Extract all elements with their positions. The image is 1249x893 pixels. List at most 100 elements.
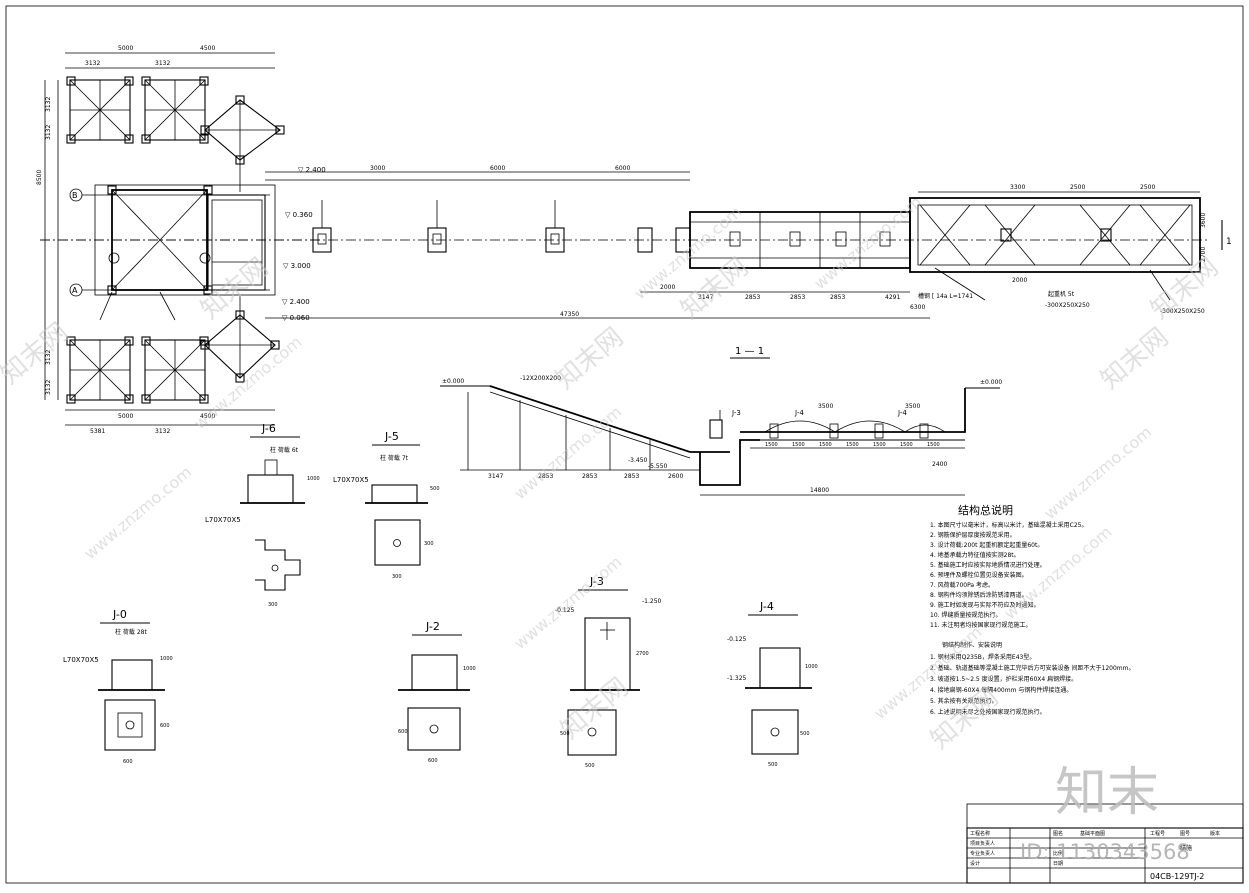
j6-dim-2: 300 [268,602,278,608]
j5-dim-2: 300 [392,574,402,580]
chain-dim-6: 4291 [885,294,900,301]
section-span-6: 1500 [900,442,913,448]
footing-cluster-lower [66,291,209,404]
j4-elev: -0.125 [727,636,747,643]
j5-title: J-5 [384,430,399,443]
section-label-j4b: J-4 [897,409,907,417]
watermark-text: www.znzmo.com [810,192,925,293]
j0-dim-2: 600 [123,759,133,765]
j4-dim-1: 1000 [805,664,818,670]
tb-right-3: 版本 [1210,830,1220,837]
footing-j6: J-6 柱 荷载 6t L70X70X5 1000 300 [205,422,320,608]
right-dim-3: 2500 [1140,184,1155,191]
section-label-j4a: J-4 [794,409,804,417]
note-1-3: 3. 设计荷载:200t 起重机额定起重量60t。 [930,541,1043,549]
notes-block: 结构总说明 1. 本图尺寸以毫米计，标高以米计，基础混凝土采用C25。 2. 钢… [930,503,1135,716]
section-rdim: 2400 [932,461,947,468]
tb-cell-3: 专业负责人 [970,850,995,857]
tb-mid-3: 比例 [1053,850,1063,857]
section-chain-3: 2853 [582,473,597,480]
section-total: 14800 [810,487,829,494]
note-2-6: 6. 上述说明未尽之处按国家现行规范执行。 [930,708,1046,716]
watermark-short: 知末网 [550,322,629,395]
section-span-7: 1500 [927,442,940,448]
tb-mid-1: 图名 [1053,830,1063,837]
note-1-1: 1. 本图尺寸以毫米计，标高以米计，基础混凝土采用C25。 [930,521,1087,529]
tb-cell-1: 工程名称 [970,830,990,837]
track-plan: 3000 6000 6000 [40,165,1232,319]
tb-mid-4: 日期 [1053,861,1063,867]
j3-dim-3: 500 [560,731,570,737]
section-span-5: 1500 [873,442,886,448]
axis-bubble-b [69,188,83,202]
j3-title: J-3 [589,575,604,588]
right-dim-2: 2500 [1070,184,1085,191]
j5-dim-1: 500 [430,486,440,492]
elev-lower: ▽ 2.400 [282,298,310,306]
note-1-5: 5. 基础施工时应按实际地质情况进行处理。 [930,561,1046,569]
section-beam-note: -12X200X200 [520,375,561,382]
section-elev-right: ±0.000 [980,379,1002,386]
elev-upper: ▽ 2.400 [298,166,326,174]
note-1-9: 9. 施工时如发现与实际不符应及时通知。 [930,601,1040,609]
j3-elev2: -1.250 [642,598,662,605]
footing-j5: J-5 柱 荷载 7t L70X70X5 500 300 300 [333,430,440,580]
note-2-3: 3. 坡道按1.5~2.5 度设置，护栏采用60X4 扁钢焊接。 [930,675,1077,683]
plan-dim-bottom-1: 5000 [118,413,133,420]
chain-dim-3: 2853 [745,294,760,301]
section-span-4: 1500 [846,442,859,448]
span-label-3: 6000 [615,165,630,172]
tb-mid-2: 基础平面图 [1080,830,1105,837]
j0-angle: L70X70X5 [63,656,99,664]
j5-load: 柱 荷载 7t [380,454,409,462]
plan-dim-bottom-4: 3132 [155,428,170,435]
note-1-7: 7. 风荷载700Pa 考虑。 [930,581,994,589]
chain-dim-7: 6300 [910,304,925,311]
plan-dim-top-3: 3132 [85,60,100,67]
j2-dim-3: 600 [398,729,408,735]
plan-dim-top-2: 4500 [200,45,215,52]
j2-title: J-2 [425,620,440,633]
span-label-1: 3000 [370,165,385,172]
note-2-4: 4. 接地扁钢-60X4 每隔400mm 与钢构件焊接连通。 [930,686,1072,694]
j5-dim-3: 300 [424,541,434,547]
watermark-text: www.znzmo.com [80,462,195,563]
section-mark: 1 [1226,237,1232,247]
j6-load: 柱 荷载 6t [270,446,299,454]
j4-title: J-4 [759,600,774,613]
footing-cluster-upper [66,76,209,144]
plan-dim-left-1: 3132 [45,97,52,112]
watermark-short: 知末网 [0,317,74,390]
note-2-2: 2. 基础、轨道基础等混凝土施工完毕后方可安装设备 间距不大于1200mm。 [930,664,1135,672]
j6-dim-1: 1000 [307,476,320,482]
plan-dim-left-2: 3132 [45,125,52,140]
footing-j0: J-0 柱 荷载 28t L70X70X5 1000 600 600 [63,608,173,765]
watermark-text: www.znzmo.com [1040,422,1155,523]
watermark-short: 知末网 [1095,322,1174,395]
note-1-10: 10. 焊缝质量按规范执行。 [930,611,1001,619]
j6-angle: L70X70X5 [205,516,241,524]
footing-j2: J-2 1000 600 600 [398,620,476,764]
title-block: 工程名称 项目负责人 专业负责人 设计 图名 基础平面图 比例 日期 工程号 图… [966,803,1244,884]
note-1-6: 6. 预埋件及螺栓位置见设备安装图。 [930,571,1028,579]
j5-angle: L70X70X5 [333,476,369,484]
plan-dim-top-1: 5000 [118,45,133,52]
j6-title: J-6 [261,422,276,435]
axis-label-b: B [72,191,78,200]
section-chain-5: 2600 [668,473,683,480]
j2-dim-1: 1000 [463,666,476,672]
j3-elev: -0.125 [555,607,575,614]
note-1-4: 4. 地基承载力特征值按实测28t。 [930,551,1020,559]
right-dim-6: 2000 [1012,277,1027,284]
span-label-2: 6000 [490,165,505,172]
tb-right-1: 工程号 [1150,830,1165,837]
tb-right-2: 图号 [1180,831,1190,837]
section-chain-4: 2853 [624,473,639,480]
right-dim-1: 3300 [1010,184,1025,191]
section-big-2: 3500 [905,403,920,410]
watermark-id: ID: 1130343568 [1020,840,1190,864]
footing-j4: J-4 -0.125 -1.325 1000 500 500 [727,600,818,768]
note-2-5: 5. 其余按有关规范执行。 [930,697,998,705]
axis-bubble-a [69,283,83,297]
